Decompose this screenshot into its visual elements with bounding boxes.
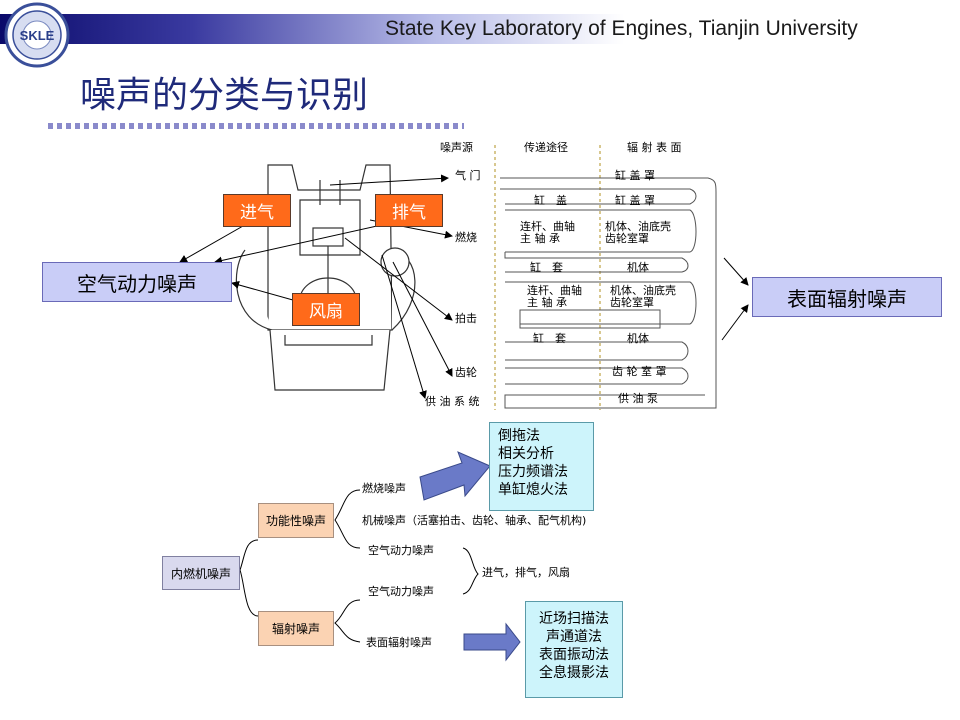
tree-combustion-noise: 燃烧噪声 (362, 482, 406, 495)
tree-aero-sources: 进气，排气，风扇 (482, 566, 570, 579)
methods-top-box: 倒拖法 相关分析 压力频谱法 单缸熄火法 (489, 422, 594, 511)
method-item: 近场扫描法 (539, 611, 609, 627)
page-title: 噪声的分类与识别 (80, 75, 369, 116)
source-combustion: 燃烧 (455, 231, 477, 244)
title-underline (48, 123, 464, 129)
method-item: 全息摄影法 (539, 665, 609, 681)
surface-gear-cover: 齿 轮 室 罩 (612, 365, 667, 378)
header-bar (0, 14, 960, 44)
method-item: 声通道法 (546, 629, 602, 645)
tree-aero-noise-1: 空气动力噪声 (368, 544, 434, 557)
surface-valve-cover: 缸 盖 罩 (615, 169, 655, 182)
path-liner-2: 缸 套 (533, 332, 566, 345)
header-org-text: State Key Laboratory of Engines, Tianjin… (385, 17, 858, 40)
tree-mechanical-noise: 机械噪声（活塞拍击、齿轮、轴承、配气机构) (362, 514, 587, 527)
surface-block-1: 机体 (627, 261, 649, 274)
source-fuel: 供 油 系 统 (425, 395, 480, 408)
method-item: 单缸熄火法 (498, 482, 568, 498)
surface-block-pan-1: 机体、油底壳 齿轮室罩 (605, 220, 671, 245)
surface-pump: 供 油 泵 (618, 392, 658, 405)
fan-box: 风扇 (292, 293, 360, 326)
tree-radiation: 辐射噪声 (258, 611, 334, 646)
method-item: 表面振动法 (539, 647, 609, 663)
exhaust-box: 排气 (375, 194, 443, 227)
logo-text: SKLE (20, 28, 55, 43)
source-gear: 齿轮 (455, 366, 477, 379)
tree-root: 内燃机噪声 (162, 556, 240, 590)
path-rod-1: 连杆、曲轴 主 轴 承 (520, 220, 575, 245)
tree-aero-noise-2: 空气动力噪声 (368, 585, 434, 598)
path-rod-2: 连杆、曲轴 主 轴 承 (527, 284, 582, 309)
source-valve: 气 门 (455, 169, 481, 182)
surface-noise-box: 表面辐射噪声 (752, 277, 942, 317)
methods-bottom-box: 近场扫描法 声通道法 表面振动法 全息摄影法 (525, 601, 623, 698)
method-item: 相关分析 (498, 446, 554, 462)
tree-functional: 功能性噪声 (258, 503, 334, 538)
col-header-path: 传递途径 (524, 141, 568, 154)
intake-box: 进气 (223, 194, 291, 227)
method-item: 压力频谱法 (498, 464, 568, 480)
surface-head-cover: 缸 盖 罩 (615, 194, 655, 207)
col-header-source: 噪声源 (440, 141, 473, 154)
surface-block-2: 机体 (627, 332, 649, 345)
aero-noise-box: 空气动力噪声 (42, 262, 232, 302)
surface-block-pan-2: 机体、油底壳 齿轮室罩 (610, 284, 676, 309)
method-item: 倒拖法 (498, 428, 540, 444)
source-impact: 拍击 (455, 312, 477, 325)
path-liner-1: 缸 套 (530, 261, 563, 274)
path-head: 缸 盖 (534, 194, 567, 207)
col-header-surface: 辐 射 表 面 (627, 141, 682, 154)
logo: SKLE (2, 2, 72, 68)
tree-surface-noise: 表面辐射噪声 (366, 636, 432, 649)
